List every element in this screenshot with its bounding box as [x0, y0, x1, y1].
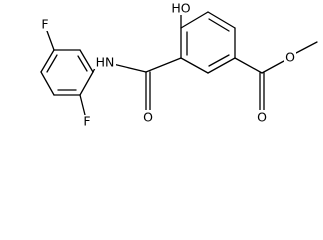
chemical-structure: HO HN O O O F F	[39, 1, 318, 129]
bonds	[40, 11, 318, 116]
bond-b6-b1	[180, 57, 209, 74]
bond-b5-b6-inner	[208, 54, 230, 67]
bond-b2-b3	[180, 11, 209, 29]
hydroxyl-label: HO	[171, 1, 190, 16]
bond-carbonyl-ring	[145, 57, 182, 73]
bond-c-f-top	[46, 30, 55, 51]
bond-ring-ester	[234, 57, 263, 74]
atom-labels: HO HN O O O F F	[39, 1, 296, 129]
fluorine-bottom-label: F	[83, 114, 90, 129]
bond-a6-a1	[40, 49, 55, 73]
bond-a3-a4	[79, 71, 94, 96]
bond-n-carbonyl	[112, 63, 147, 73]
bond-a2-a3	[79, 49, 94, 73]
amide-nh-label: HN	[96, 55, 115, 70]
amide-oxygen-label: O	[143, 110, 153, 125]
bond-a5-a6	[40, 71, 55, 96]
bond-b3-b4	[207, 11, 236, 29]
bond-b3-b4-inner	[208, 18, 230, 32]
bond-b5-b6	[207, 57, 236, 74]
bond-a6-a1-inner	[46, 54, 58, 73]
ester-carbonyl-oxygen-label: O	[257, 110, 267, 125]
bond-o-methyl	[295, 41, 318, 54]
bond-c-f-bottom	[79, 94, 86, 116]
bond-a2-a3-inner	[77, 55, 88, 72]
fluorine-top-label: F	[41, 17, 48, 32]
bond-ester-o	[261, 60, 285, 74]
ester-methoxy-oxygen-label: O	[285, 50, 295, 65]
